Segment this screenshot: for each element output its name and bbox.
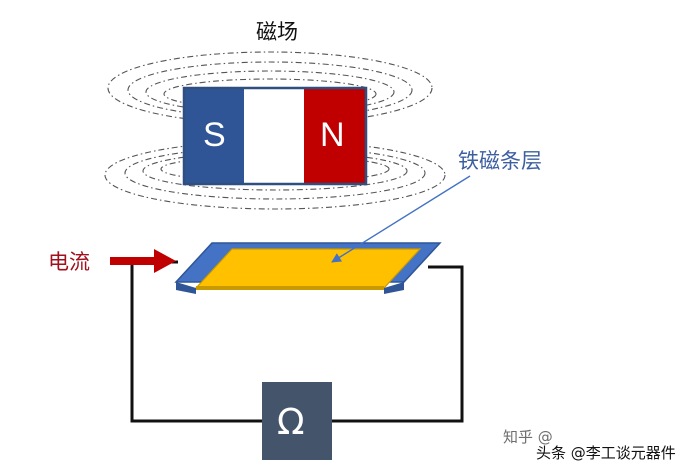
strip-yellow-layer bbox=[194, 248, 422, 289]
layer-pointer-arrow bbox=[331, 175, 471, 263]
magnet-outline bbox=[182, 86, 368, 186]
ohm-icon: Ω bbox=[277, 402, 305, 443]
magnetic-field-label: 磁场 bbox=[256, 20, 298, 44]
current-label: 电流 bbox=[48, 250, 90, 274]
strip-left-edge bbox=[176, 282, 196, 294]
watermark-zhihu: 知乎 @ bbox=[503, 428, 553, 446]
magnet-north-pole bbox=[304, 88, 366, 184]
ferromagnetic-strip bbox=[174, 242, 442, 294]
north-pole-label: N bbox=[320, 116, 345, 154]
current-arrow bbox=[110, 249, 176, 273]
ferromagnetic-layer-label: 铁磁条层 bbox=[458, 149, 542, 173]
circuit-wire-right bbox=[332, 265, 464, 423]
magnet-south-pole bbox=[184, 88, 244, 184]
ohmmeter bbox=[262, 382, 332, 460]
watermark-toutiao: 头条 @李工谈元器件 bbox=[536, 444, 676, 462]
magnet bbox=[182, 86, 368, 186]
south-pole-label: S bbox=[203, 116, 226, 154]
magnet-middle bbox=[244, 88, 304, 184]
strip-right-edge bbox=[384, 282, 404, 294]
